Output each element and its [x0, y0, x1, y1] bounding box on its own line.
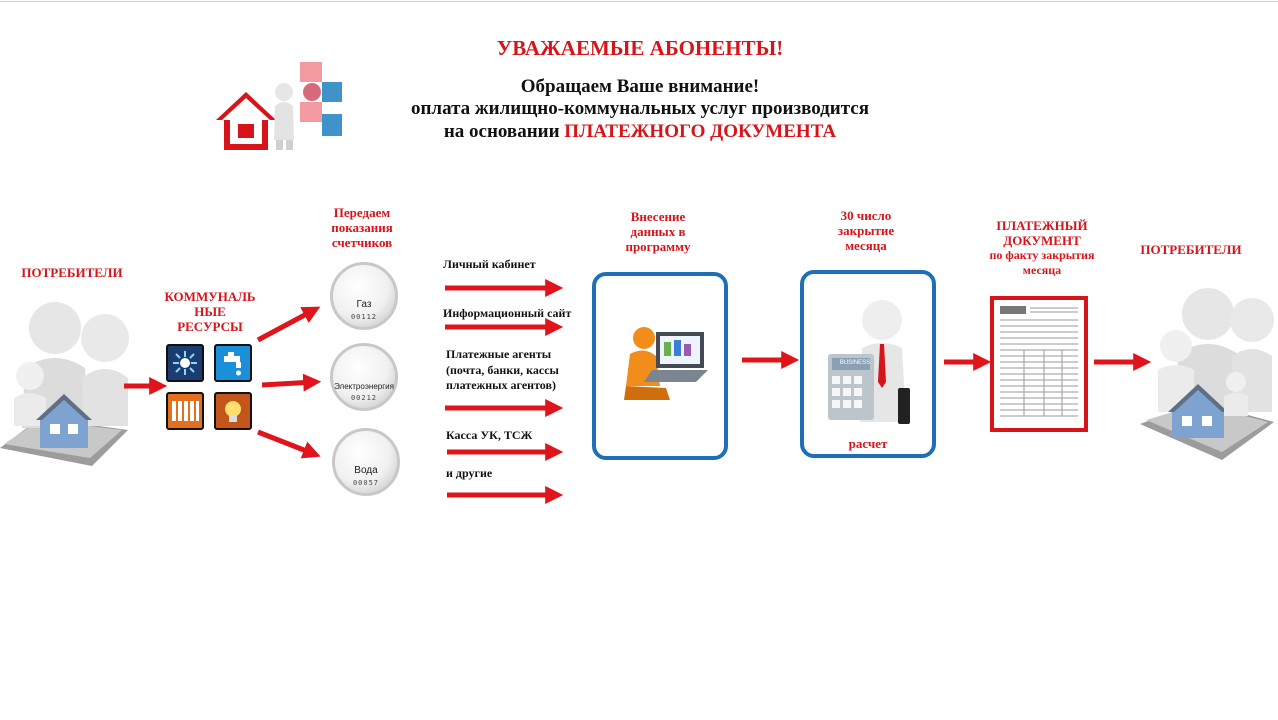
- consumers-right-label: ПОТРЕБИТЕЛИ: [1140, 242, 1242, 257]
- channel-agents: Платежные агенты: [446, 347, 552, 361]
- notice-line-2: оплата жилищно-коммунальных услуг произв…: [410, 98, 870, 119]
- channel-cashbox: Касса УК, ТСЖ: [446, 428, 533, 442]
- data-entry-label-line-2: данных в: [630, 224, 686, 239]
- water-meter: Вода 00057: [332, 428, 400, 496]
- readings-label: Передаем показания счетчиков: [312, 205, 412, 250]
- person-calculator-icon: [824, 292, 920, 432]
- data-entry-frame: [592, 272, 728, 460]
- family-people-icon: [0, 298, 130, 470]
- calculation-label: расчет: [848, 436, 888, 451]
- channel-others: и другие: [446, 466, 493, 480]
- readings-label-line-2: показания: [331, 220, 393, 235]
- arrow-resources-to-gas: [256, 306, 321, 343]
- person-laptop-icon: [616, 316, 712, 412]
- payment-document-label: ПЛАТЕЖНЫЙ ДОКУМЕНТ по факту закрытия мес…: [962, 218, 1122, 278]
- top-divider: [0, 1, 1278, 2]
- month-close-label: 30 число закрытие месяца: [818, 208, 914, 253]
- channel-agents-detail-1: (почта, банки, кассы: [446, 363, 559, 377]
- payment-document-label-line-4: месяца: [1022, 263, 1062, 277]
- payment-document-label-line-2: ДОКУМЕНТ: [1003, 233, 1081, 248]
- gas-meter: Газ 00112: [330, 262, 398, 330]
- calculator-display-text: BUSINESS: [839, 360, 871, 366]
- notice-line-1: Обращаем Ваше внимание!: [520, 76, 760, 97]
- resources-label-line-1: КОММУНАЛЬ: [164, 289, 256, 304]
- light-bulb-icon: [214, 392, 252, 430]
- arrow-resources-to-electric: [261, 373, 322, 392]
- calculation-frame: BUSINESS расчет: [800, 270, 936, 458]
- month-close-label-line-2: закрытие: [837, 223, 895, 238]
- notice-line-3: на основании ПЛАТЕЖНОГО ДОКУМЕНТА: [300, 121, 980, 143]
- family-people-right-icon: [1140, 284, 1274, 464]
- gas-meter-digits: 00112: [350, 313, 378, 321]
- channel-info-site: Информационный сайт: [443, 306, 572, 320]
- gas-meter-label: Газ: [356, 299, 372, 310]
- notice-line-3-prefix: на основании: [443, 121, 565, 142]
- month-close-label-line-1: 30 число: [840, 208, 892, 223]
- channel-agents-detail-2: платежных агентов): [446, 378, 556, 392]
- month-close-label-line-3: месяца: [845, 238, 887, 253]
- radiator-icon: [166, 392, 204, 430]
- readings-label-line-3: счетчиков: [331, 235, 393, 250]
- house-logo-icon: [212, 62, 344, 154]
- arrow-resources-to-water: [257, 429, 321, 459]
- water-meter-label: Вода: [354, 465, 378, 476]
- payment-document-icon: [990, 296, 1088, 432]
- notice-highlight: ПЛАТЕЖНОГО ДОКУМЕНТА: [564, 121, 837, 142]
- readings-label-line-1: Передаем: [333, 205, 391, 220]
- electric-meter-label: Электроэнергия: [334, 382, 394, 391]
- page-title: УВАЖАЕМЫЕ АБОНЕНТЫ!: [496, 36, 784, 60]
- payment-document-label-line-3: по факту закрытия: [989, 248, 1095, 262]
- water-tap-icon: [214, 344, 252, 382]
- data-entry-label-line-3: программу: [625, 239, 691, 254]
- consumers-left-label: ПОТРЕБИТЕЛИ: [21, 265, 123, 280]
- channel-personal-account: Личный кабинет: [443, 257, 536, 271]
- resources-label-line-2: НЫЕ: [194, 304, 226, 319]
- data-entry-label-line-1: Внесение: [630, 209, 686, 224]
- data-entry-label: Внесение данных в программу: [606, 209, 710, 254]
- resources-label-line-3: РЕСУРСЫ: [177, 319, 243, 334]
- resources-label: КОММУНАЛЬ НЫЕ РЕСУРСЫ: [150, 289, 270, 334]
- electric-meter-digits: 00212: [350, 394, 378, 402]
- water-meter-digits: 00057: [352, 479, 380, 487]
- electric-meter: Электроэнергия 00212: [330, 343, 398, 411]
- payment-document-label-line-1: ПЛАТЕЖНЫЙ: [996, 218, 1088, 233]
- gas-flame-icon: [166, 344, 204, 382]
